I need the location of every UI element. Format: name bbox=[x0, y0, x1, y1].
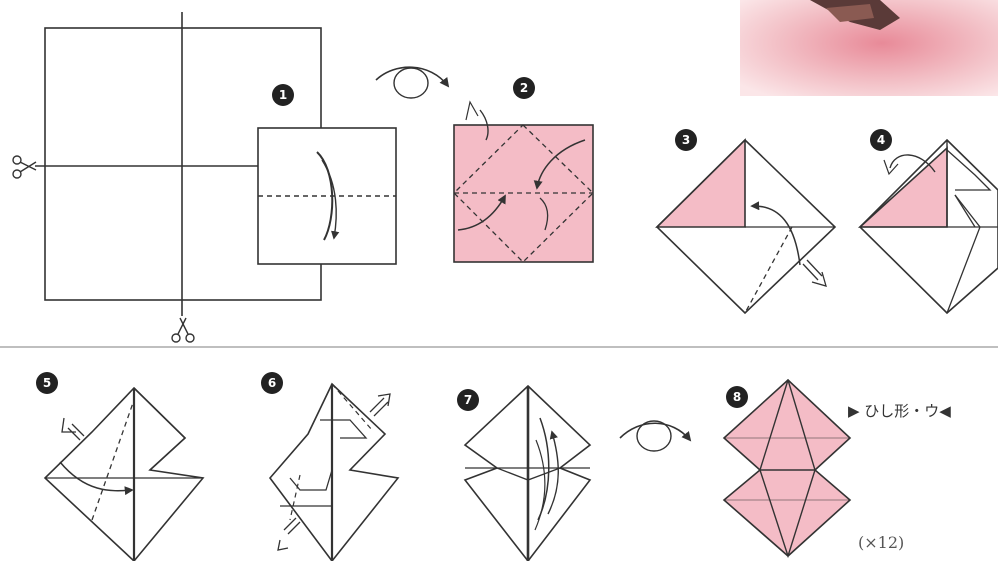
step-2-figure bbox=[454, 102, 593, 262]
step-5-figure bbox=[45, 388, 203, 561]
result-label: ▶ ひし形・ウ◀ bbox=[848, 402, 951, 420]
step-8-badge: 8 bbox=[726, 386, 748, 408]
step-1-figure bbox=[258, 128, 396, 264]
step-3-badge: 3 bbox=[675, 129, 697, 151]
step-5-badge: 5 bbox=[36, 372, 58, 394]
scissors-icon bbox=[13, 156, 36, 178]
push-arrow-icon bbox=[803, 260, 826, 286]
flower-photo bbox=[740, 0, 998, 96]
step-6-badge: 6 bbox=[261, 372, 283, 394]
step-1-badge: 1 bbox=[272, 84, 294, 106]
push-arrow-icon bbox=[62, 418, 84, 440]
svg-text:2: 2 bbox=[520, 81, 528, 95]
scissors-icon bbox=[172, 318, 194, 342]
turn-over-icon bbox=[376, 67, 448, 98]
svg-text:6: 6 bbox=[268, 376, 276, 390]
step-7-figure bbox=[465, 386, 590, 561]
turn-over-icon bbox=[620, 421, 690, 451]
step-2-badge: 2 bbox=[513, 77, 535, 99]
svg-text:4: 4 bbox=[877, 133, 885, 147]
step-4-figure bbox=[860, 140, 998, 313]
svg-text:7: 7 bbox=[464, 393, 472, 407]
step-6-figure bbox=[270, 384, 398, 561]
svg-text:5: 5 bbox=[43, 376, 51, 390]
count-label: (×12) bbox=[858, 533, 904, 552]
step-8-figure bbox=[724, 380, 850, 556]
svg-text:1: 1 bbox=[279, 88, 287, 102]
svg-text:8: 8 bbox=[733, 390, 741, 404]
step-3-figure bbox=[657, 140, 835, 313]
step-4-badge: 4 bbox=[870, 129, 892, 151]
svg-text:3: 3 bbox=[682, 133, 690, 147]
step-7-badge: 7 bbox=[457, 389, 479, 411]
